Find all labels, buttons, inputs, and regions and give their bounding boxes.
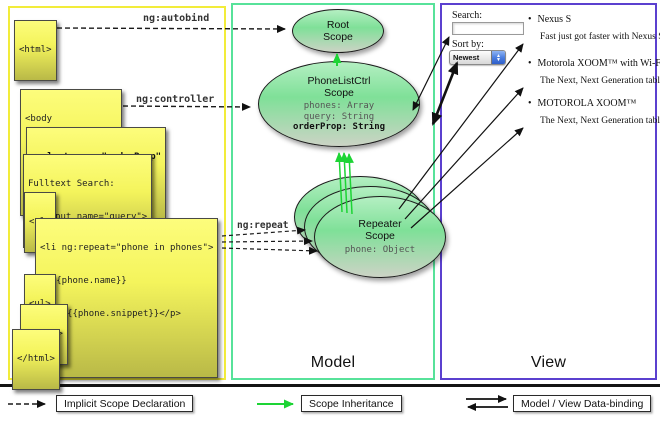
repeater-scope-ellipse-front: Repeater Scope phone: Object [314, 196, 446, 278]
legend-separator [0, 384, 660, 387]
search-input[interactable] [452, 22, 524, 35]
phone-item-title: Motorola XOOM™ with Wi-Fi [528, 58, 660, 69]
scope-title: Root [326, 19, 350, 31]
code-line: <li ng:repeat="phone in phones"> [40, 243, 214, 253]
legend-model-view-databinding: Model / View Data-binding [513, 395, 652, 412]
html-close-tag-box: </html> [12, 329, 60, 390]
scope-title: Scope [365, 230, 395, 243]
code-line: {{phone.name}} [40, 276, 127, 286]
html-open-tag-box: <html> [14, 20, 57, 81]
scope-property: phone: Object [344, 245, 416, 256]
scope-property-orderprop: orderProp: String [292, 122, 386, 133]
legend-scope-inheritance: Scope Inheritance [301, 395, 402, 412]
ng-controller-label: ng:controller [136, 94, 215, 105]
view-column-label: View [530, 354, 567, 371]
phone-item-title: MOTOROLA XOOM™ [528, 98, 637, 109]
code-line: <html> [19, 45, 52, 55]
code-line: </html> [17, 354, 55, 364]
scope-title: PhoneListCtrl [307, 75, 371, 88]
phone-item-title: Nexus S [528, 14, 572, 25]
ng-autobind-label: ng:autobind [143, 13, 210, 24]
code-line: Fulltext Search: [28, 179, 115, 189]
sort-dropdown-value: Newest [453, 53, 480, 62]
sort-dropdown[interactable]: Newest [449, 50, 506, 65]
scope-title: Repeater [358, 218, 402, 231]
scope-property: query: String [303, 111, 375, 122]
phonelistctrl-scope-ellipse: PhoneListCtrl Scope phones: Array query:… [258, 61, 420, 147]
code-line: <p>{{phone.snippet}}</p> [40, 309, 181, 319]
ng-repeat-label: ng:repeat [237, 220, 289, 231]
sort-by-label: Sort by: [452, 39, 484, 50]
root-scope-ellipse: Root Scope [292, 9, 384, 53]
search-label: Search: [452, 10, 482, 21]
model-column-label: Model [310, 354, 356, 371]
code-line: <body [25, 114, 53, 124]
legend-implicit-scope-declaration: Implicit Scope Declaration [56, 395, 194, 412]
phone-item-desc: The Next, Next Generation tablet. [540, 116, 660, 126]
phone-item-desc: Fast just got faster with Nexus S. [540, 32, 660, 42]
phone-item-desc: The Next, Next Generation tablet. [540, 76, 660, 86]
scope-title: Scope [323, 31, 353, 43]
scope-title: Scope [324, 87, 354, 100]
dropdown-stepper-icon [491, 51, 505, 64]
scope-property: phones: Array [303, 101, 375, 112]
